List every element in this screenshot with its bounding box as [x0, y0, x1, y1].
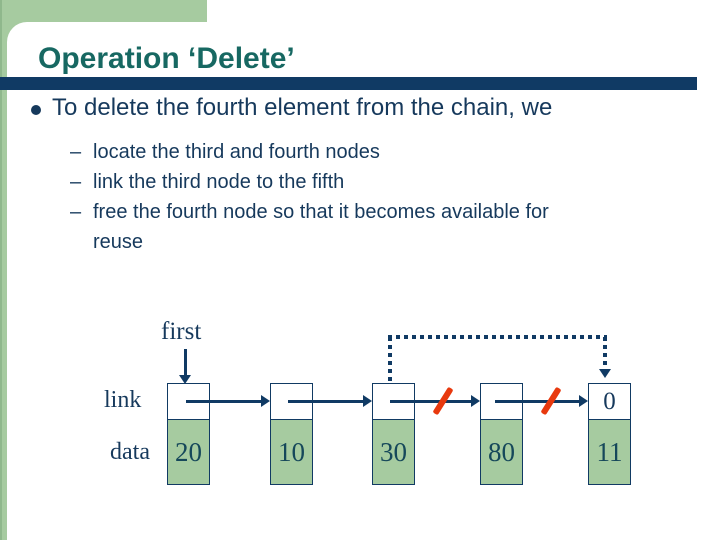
sub-bullet-1-text: locate the third and fourth nodes — [93, 141, 380, 163]
sub-bullet-2: – link the third node to the fifth — [70, 167, 593, 197]
sub-bullet-3-text: free the fourth node so that it becomes … — [93, 201, 549, 253]
sub-bullet-list: – locate the third and fourth nodes – li… — [70, 137, 593, 257]
link-arrow-3 — [390, 400, 472, 403]
dotted-arrowhead-down-icon — [599, 369, 611, 378]
arrowhead-down-icon — [179, 375, 191, 384]
arrowhead-right-icon — [579, 395, 588, 407]
sub-bullet-2-text: link the third node to the fifth — [93, 171, 345, 193]
dotted-relink-line-right — [603, 337, 607, 370]
dash-icon: – — [70, 141, 82, 163]
node-5: 0 11 — [588, 383, 631, 485]
node-1: 20 — [167, 383, 210, 485]
first-pointer-label: first — [161, 318, 202, 345]
dotted-relink-line-top — [388, 335, 607, 339]
link-arrow-4 — [495, 400, 580, 403]
node-3-data-field: 30 — [372, 420, 415, 485]
sub-bullet-3: – free the fourth node so that it become… — [70, 197, 593, 257]
bullet-icon — [31, 105, 41, 115]
link-row-label: link — [104, 387, 142, 413]
green-left-strip — [0, 0, 7, 540]
node-2: 10 — [270, 383, 313, 485]
link-arrow-1 — [186, 400, 262, 403]
slide-title: Operation ‘Delete’ — [38, 42, 295, 75]
dash-icon: – — [70, 171, 82, 193]
node-1-data-field: 20 — [167, 420, 210, 485]
node-4: 80 — [480, 383, 523, 485]
first-pointer-arrow — [184, 349, 187, 377]
node-4-data-field: 80 — [480, 420, 523, 485]
data-row-label: data — [110, 439, 150, 465]
node-5-link-field: 0 — [588, 383, 631, 420]
node-2-data-field: 10 — [270, 420, 313, 485]
bullet-text: To delete the fourth element from the ch… — [52, 94, 553, 121]
dash-icon: – — [70, 201, 82, 223]
sub-bullet-1: – locate the third and fourth nodes — [70, 137, 593, 167]
node-5-data-field: 11 — [588, 420, 631, 485]
dotted-relink-line-left — [388, 337, 392, 383]
arrowhead-right-icon — [363, 395, 372, 407]
node-3: 30 — [372, 383, 415, 485]
title-underline-bar — [0, 77, 697, 90]
link-arrow-2 — [288, 400, 364, 403]
arrowhead-right-icon — [261, 395, 270, 407]
arrowhead-right-icon — [471, 395, 480, 407]
